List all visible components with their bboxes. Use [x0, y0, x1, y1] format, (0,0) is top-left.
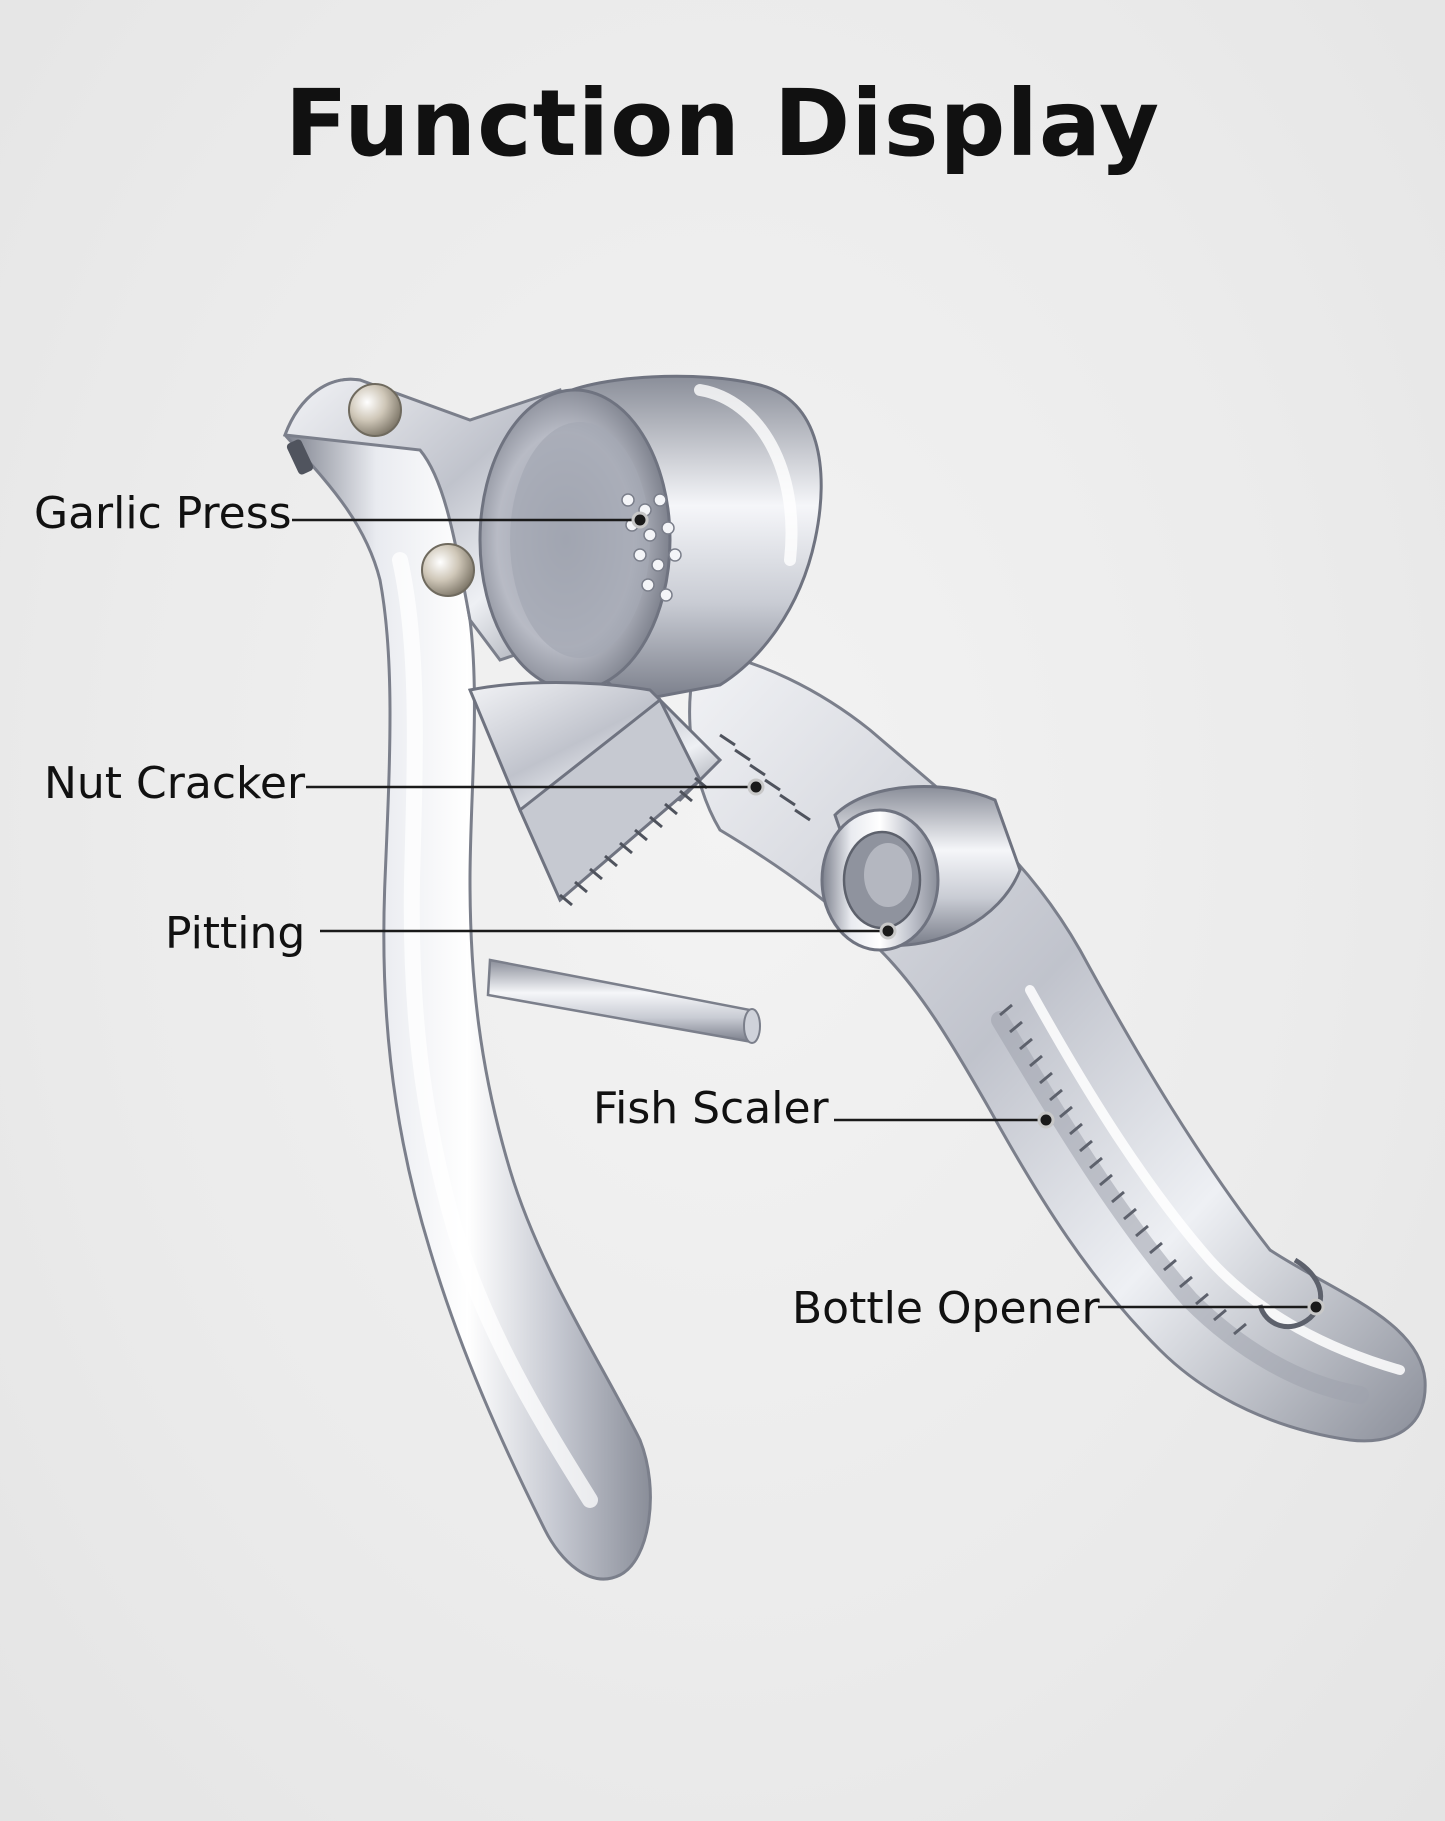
press-holes — [621, 493, 682, 602]
bottle-opener-hook — [1257, 1257, 1324, 1330]
right-handle-highlight — [1025, 985, 1405, 1375]
callout-dot — [631, 511, 649, 529]
callout-dot — [879, 922, 897, 940]
callout-bottle-opener: Bottle Opener — [792, 1283, 1325, 1334]
pivot-bar-end — [743, 1008, 761, 1044]
nut-cracker-jaws — [467, 681, 811, 907]
callout-label: Pitting — [165, 908, 305, 959]
pivot-bar — [486, 958, 754, 1044]
callout-dot — [1037, 1111, 1055, 1129]
fish-scaler-teeth — [999, 1003, 1247, 1336]
pitting-ring — [820, 784, 1022, 952]
rivet-top-icon — [348, 383, 402, 437]
right-handle-channel — [991, 1011, 1369, 1404]
garlic-press-cup — [478, 374, 823, 702]
left-handle-highlight — [392, 552, 598, 1508]
garlic-press-tool-icon — [282, 374, 1427, 1581]
rivet-middle-icon — [421, 543, 475, 597]
callout-nut-cracker: Nut Cracker — [44, 758, 765, 809]
page-title: Function Display — [284, 70, 1161, 177]
callout-label: Garlic Press — [34, 488, 292, 539]
callout-garlic-press: Garlic Press — [34, 488, 649, 539]
callout-label: Bottle Opener — [792, 1283, 1100, 1334]
callout-pitting: Pitting — [165, 908, 897, 959]
callout-fish-scaler: Fish Scaler — [593, 1083, 1055, 1134]
callout-label: Nut Cracker — [44, 758, 306, 809]
handle-slot — [286, 439, 314, 475]
callout-dot — [747, 778, 765, 796]
left-handle — [283, 377, 652, 1581]
callout-label: Fish Scaler — [593, 1083, 830, 1134]
callout-dot — [1307, 1298, 1325, 1316]
